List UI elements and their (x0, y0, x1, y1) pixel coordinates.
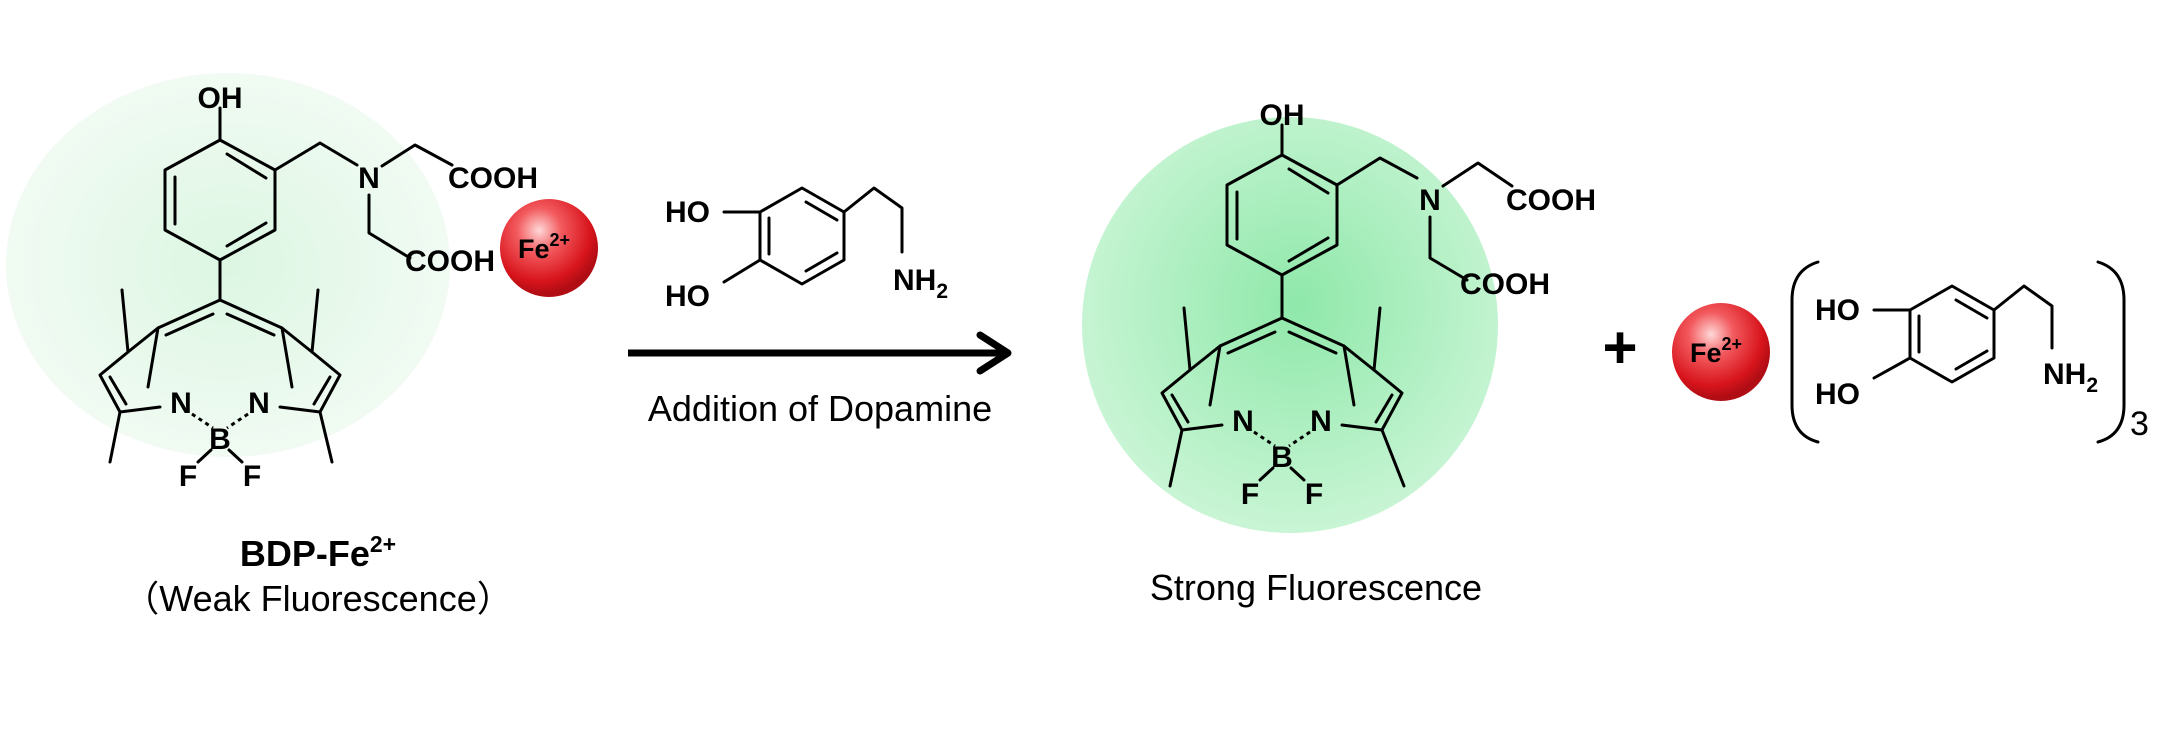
plus-sign: + (1602, 314, 1637, 381)
svg-text:HO: HO (665, 280, 710, 313)
svg-text:N: N (1419, 184, 1441, 217)
svg-text:B: B (1271, 441, 1293, 474)
svg-text:COOH: COOH (1460, 268, 1550, 301)
pyrrole-n-right: N (248, 387, 270, 420)
stoichiometry-subscript: 3 (2130, 405, 2149, 443)
hydroxyl-label: OH (198, 82, 243, 115)
left-compound-name: BDP-Fe2+ (240, 531, 396, 574)
svg-text:N: N (1310, 405, 1332, 438)
svg-text:Fe2+: Fe2+ (518, 230, 570, 264)
carboxyl-label-2: COOH (405, 245, 495, 278)
svg-text:NH2: NH2 (2043, 358, 2098, 397)
amine-n-label: N (358, 162, 380, 195)
iron-ion-badge-product: Fe2+ (1672, 303, 1770, 401)
svg-text:NH2: NH2 (893, 264, 948, 303)
right-bracket (2096, 260, 2126, 444)
left-bracket (1790, 260, 1820, 444)
iron-dopamine-complex: Fe2+ HO HO NH2 3 (1672, 260, 2149, 444)
weak-fluorescence-glow (6, 73, 450, 457)
dopamine-reagent: HO HO NH2 (665, 186, 948, 313)
svg-text:N: N (1232, 405, 1254, 438)
iron-ion-badge: Fe2+ (500, 199, 598, 297)
arrow-caption: Addition of Dopamine (648, 388, 992, 429)
boron-label: B (209, 423, 231, 456)
svg-text:Fe2+: Fe2+ (1690, 334, 1742, 368)
free-bdp-probe: OH N COOH COOH N N B F F (1082, 99, 1596, 533)
left-compound-subtitle: （Weak Fluorescence） (123, 578, 512, 619)
fluorine-label-right: F (243, 460, 261, 493)
svg-text:HO: HO (1815, 294, 1860, 327)
svg-text:COOH: COOH (1506, 184, 1596, 217)
svg-text:F: F (1241, 478, 1259, 511)
fluorine-label-left: F (179, 460, 197, 493)
carboxyl-label-1: COOH (448, 162, 538, 195)
svg-text:HO: HO (665, 196, 710, 229)
reaction-arrowhead (976, 331, 1012, 375)
svg-text:OH: OH (1260, 99, 1305, 132)
right-compound-subtitle: Strong Fluorescence (1150, 567, 1482, 608)
pyrrole-n-left: N (170, 387, 192, 420)
svg-text:HO: HO (1815, 378, 1860, 411)
svg-text:F: F (1305, 478, 1323, 511)
bdp-fe-complex: OH N COOH COOH N N B F F (6, 73, 598, 493)
